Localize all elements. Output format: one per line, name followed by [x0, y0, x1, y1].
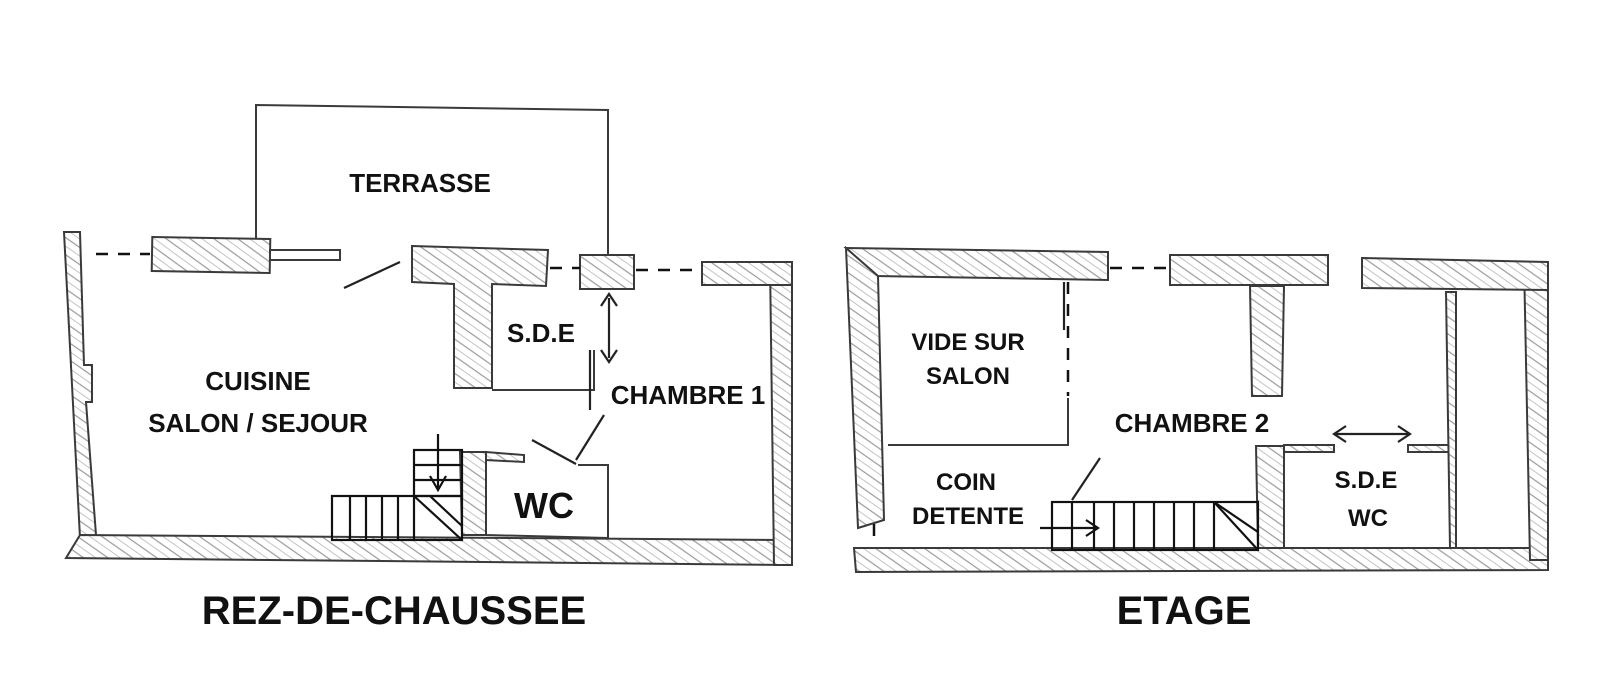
t-wall-block: [411, 244, 550, 389]
sde-right-wall: [1444, 291, 1457, 549]
ground-top-right-wall: [701, 261, 793, 286]
sliding-door-panel: [150, 235, 272, 275]
sde-label: S.D.E: [507, 318, 575, 348]
sde-partition: [492, 350, 595, 391]
double-arrow: [1332, 425, 1412, 443]
upper-top-right-wall: [1361, 256, 1549, 292]
sde-wc-label-wc: WC: [1348, 505, 1388, 532]
ground-right-wall: [768, 261, 793, 566]
sliding-door-rail: [269, 249, 341, 261]
stair-wall: [458, 451, 487, 536]
wc-stub: [485, 450, 525, 464]
ground-floor-title: REZ-DE-CHAUSSEE: [202, 589, 586, 633]
vide-sur-label: VIDE SUR: [911, 329, 1024, 356]
door-swing: [343, 261, 401, 289]
upper-floor-title: ETAGE: [1117, 589, 1252, 633]
chambre2-label: CHAMBRE 2: [1115, 408, 1270, 438]
chambre1-label: CHAMBRE 1: [611, 380, 766, 410]
double-arrow: [600, 292, 618, 364]
chambre-leader: [575, 414, 605, 461]
upper-top-middle-wall: [1169, 254, 1329, 286]
detente-label: DETENTE: [912, 503, 1024, 530]
cuisine-label: CUISINE: [205, 366, 310, 396]
terrasse-label: TERRASSE: [349, 168, 491, 198]
sde-left-wall: [1254, 445, 1285, 549]
upper-floor-plan: VIDE SUR SALON CHAMBRE 2 COIN DETENTE S.…: [843, 245, 1549, 633]
upper-right-wall: [1522, 261, 1549, 561]
ground-left-wall: [62, 231, 98, 540]
wc-label: WC: [514, 485, 574, 526]
salon-sejour-label: SALON / SEJOUR: [148, 408, 368, 438]
void-partition: [888, 398, 1069, 446]
sde-top-stub-right: [1407, 444, 1451, 453]
upper-pillar: [1248, 285, 1286, 397]
sde-top-stub: [1283, 444, 1335, 453]
chambre2-leader: [1071, 457, 1101, 501]
upper-left-wall: [844, 245, 886, 530]
sde-wc-label-sde: S.D.E: [1335, 467, 1398, 494]
ground-floor-plan: TERRASSE S.D.E CUISINE SALON / SEJOUR CH…: [62, 103, 793, 633]
upper-bottom-wall: [852, 547, 1549, 574]
wc-partition: [485, 462, 609, 540]
coin-label: COIN: [936, 469, 996, 496]
terrace-outline: [255, 103, 609, 257]
ground-staircase: [330, 434, 464, 542]
upper-top-left-wall: [843, 246, 1109, 282]
salon-label: SALON: [926, 363, 1010, 390]
upper-staircase: [1040, 457, 1260, 552]
wc-door: [531, 439, 577, 465]
small-pillar: [579, 254, 635, 290]
